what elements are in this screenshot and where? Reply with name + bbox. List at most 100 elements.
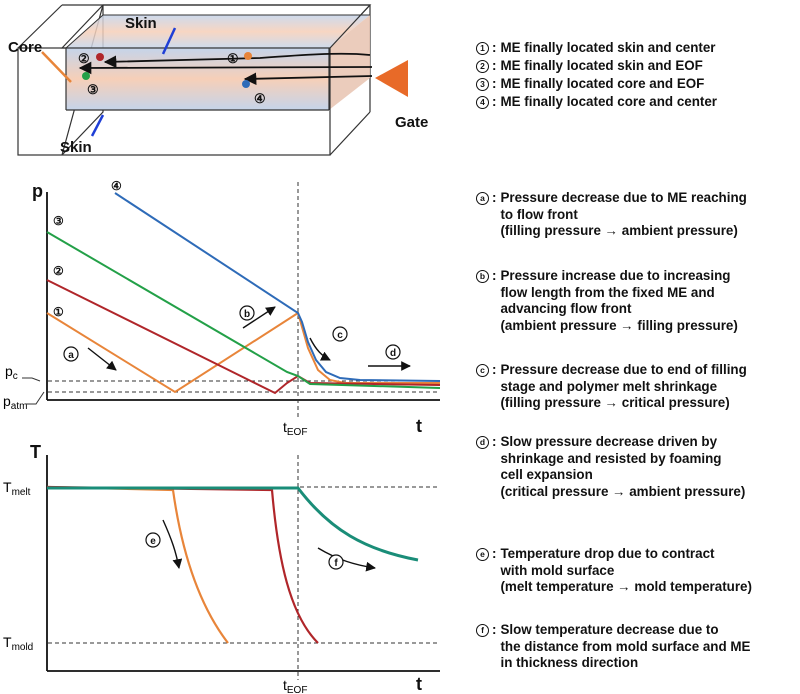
- note-text-b: Pressure increase due to increasing flow…: [500, 268, 738, 333]
- note-b: b: Pressure increase due to increasing f…: [476, 268, 738, 334]
- legend-marker-1: 1: [476, 42, 489, 55]
- arrow-c: [309, 337, 331, 361]
- cavity-top-left-edge: [65, 14, 104, 49]
- temperature-curve-3-4: [47, 486, 419, 562]
- flow-arrow-2: [78, 61, 373, 75]
- legend-marker-3: 3: [476, 78, 489, 91]
- legend-text-2: ME finally located skin and EOF: [500, 58, 703, 73]
- core-pointer: [41, 51, 72, 83]
- note-d: d: Slow pressure decrease driven by shri…: [476, 434, 745, 500]
- mold-top-right-edge: [329, 4, 371, 49]
- temperature-plot: e f T t Tmelt Tmold tEOF: [3, 442, 440, 694]
- annot-c: c: [332, 326, 348, 342]
- pressure-plot: ④ ③ ② ① a b c d p t pc: [3, 179, 441, 438]
- annot-e: e: [145, 532, 161, 548]
- note-text-e: Temperature drop due to contract with mo…: [500, 546, 752, 594]
- core-label: Core: [8, 39, 42, 56]
- cavity-side: [329, 15, 370, 110]
- note-c: c: Pressure decrease due to end of filli…: [476, 362, 747, 412]
- skin-top-label: Skin: [125, 15, 157, 32]
- box-marker-4: ④: [254, 91, 266, 106]
- note-f: f: Slow temperature decrease due to the …: [476, 622, 750, 672]
- pressure-curve-3: [46, 231, 441, 389]
- note-marker-e: e: [476, 548, 489, 561]
- temperature-curve-2: [46, 485, 319, 644]
- me-dot-4: [242, 80, 250, 88]
- legend-text-3: ME finally located core and EOF: [500, 76, 705, 91]
- legend-item-1: 1: ME finally located skin and center: [476, 40, 716, 57]
- patm-label: patm: [3, 393, 27, 412]
- pc-label: pc: [5, 363, 18, 382]
- tmelt-label: Tmelt: [3, 479, 31, 498]
- p-marker-3: ③: [53, 214, 64, 228]
- me-dot-2: [96, 53, 104, 61]
- note-marker-a: a: [476, 192, 489, 205]
- legend-text-1: ME finally located skin and center: [500, 40, 716, 55]
- svg-text:f: f: [334, 558, 338, 569]
- note-text-a: Pressure decrease due to ME reaching to …: [500, 190, 747, 238]
- mold-front-face: [17, 47, 331, 156]
- note-text-f: Slow temperature decrease due to the dis…: [500, 622, 751, 670]
- legend-item-2: 2: ME finally located skin and EOF: [476, 58, 703, 75]
- arrow-f: [317, 547, 376, 572]
- me-dot-3: [82, 72, 90, 80]
- annot-a: a: [63, 346, 79, 362]
- svg-text:e: e: [150, 536, 156, 547]
- legend-item-3: 3: ME finally located core and EOF: [476, 76, 704, 93]
- note-marker-f: f: [476, 624, 489, 637]
- teof-label-T: tEOF: [283, 677, 307, 694]
- arrow-b: [242, 306, 276, 329]
- skin-top-pointer: [161, 27, 177, 55]
- pc-leader: [22, 377, 41, 382]
- note-text-c: Pressure decrease due to end of filling …: [500, 362, 747, 410]
- box-marker-2: ②: [78, 51, 90, 66]
- skin-bottom-label: Skin: [60, 139, 92, 156]
- svg-text:c: c: [337, 330, 343, 341]
- me-dot-1: [244, 52, 252, 60]
- T-axis-label: T: [30, 442, 41, 462]
- annot-d: d: [385, 344, 401, 360]
- svg-text:a: a: [68, 350, 74, 361]
- gate-label: Gate: [395, 114, 428, 131]
- pressure-curve-2: [46, 279, 441, 395]
- note-marker-d: d: [476, 436, 489, 449]
- box-marker-1: ①: [227, 51, 239, 66]
- legend-item-4: 4: ME finally located core and center: [476, 94, 717, 111]
- note-marker-c: c: [476, 364, 489, 377]
- t-axis-label-T: t: [416, 674, 422, 694]
- p-marker-1: ①: [53, 305, 64, 319]
- flow-arrow-1: [103, 52, 371, 69]
- flow-arrow-3: [243, 72, 373, 86]
- pressure-curve-4: [114, 192, 441, 382]
- patm-leader: [26, 391, 45, 405]
- mold-bottom-edge: [329, 111, 371, 156]
- gate-triangle: [375, 60, 408, 97]
- note-a: a: Pressure decrease due to ME reaching …: [476, 190, 747, 240]
- note-e: e: Temperature drop due to contract with…: [476, 546, 752, 596]
- flow-arrows: [78, 52, 373, 86]
- p-marker-4: ④: [111, 179, 122, 193]
- legend-text-4: ME finally located core and center: [500, 94, 718, 109]
- annot-b: b: [239, 305, 255, 321]
- svg-text:d: d: [390, 348, 396, 359]
- arrow-e: [162, 519, 183, 569]
- skin-bottom-pointer: [90, 114, 105, 137]
- cavity-fill: [66, 48, 329, 110]
- p-marker-2: ②: [53, 264, 64, 278]
- note-marker-b: b: [476, 270, 489, 283]
- svg-text:b: b: [244, 309, 250, 320]
- t-axis-label-p: t: [416, 416, 422, 436]
- cavity-top: [66, 15, 370, 48]
- legend-marker-2: 2: [476, 60, 489, 73]
- note-text-d: Slow pressure decrease driven by shrinka…: [500, 434, 746, 499]
- annot-f: f: [328, 554, 344, 570]
- teof-label-p: tEOF: [283, 419, 307, 438]
- arrow-a: [87, 347, 117, 371]
- temperature-curve-1: [46, 485, 229, 644]
- tmold-label: Tmold: [3, 634, 33, 653]
- legend-marker-4: 4: [476, 96, 489, 109]
- p-axis-label: p: [32, 181, 43, 201]
- box-marker-3: ③: [87, 82, 99, 97]
- mold-top-left-edge: [17, 4, 63, 49]
